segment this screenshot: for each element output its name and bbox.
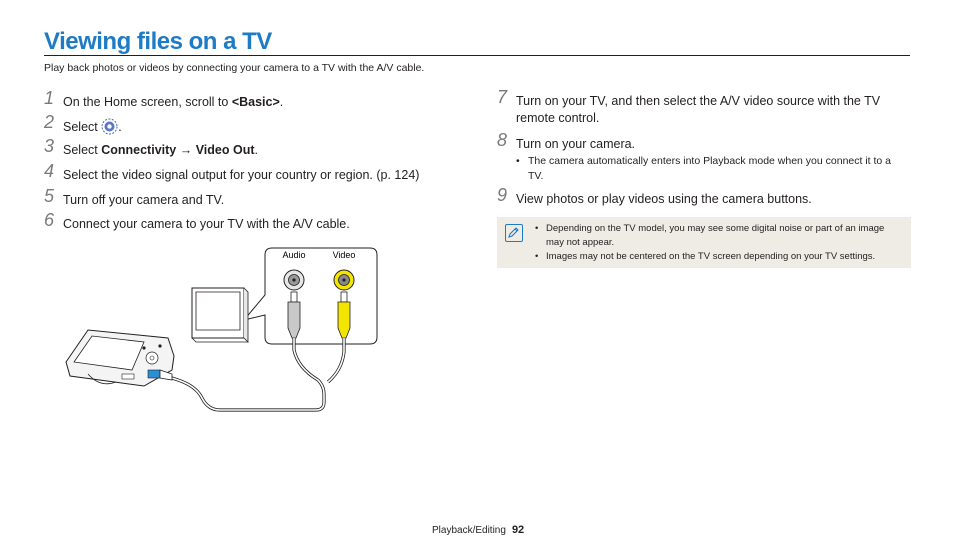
video-jack: [333, 269, 355, 291]
page-title: Viewing files on a TV: [44, 28, 272, 55]
step-number: 8: [497, 130, 508, 150]
camera-illustration: [65, 329, 175, 387]
video-label: Video: [333, 250, 356, 260]
step-text: Select Connectivity → Video Out.: [63, 143, 258, 157]
step-number: 3: [44, 136, 55, 156]
step-text: On the Home screen, scroll to <Basic>.: [63, 95, 284, 109]
step-text: Turn off your camera and TV.: [63, 193, 225, 207]
audio-jack: [283, 269, 305, 291]
gear-icon: [101, 118, 118, 135]
bullet: •: [535, 223, 539, 234]
step-number: 7: [497, 87, 508, 107]
page-number: 92: [511, 524, 525, 536]
note-box: • Depending on the TV model, you may see…: [497, 217, 911, 268]
footer-section: Playback/Editing: [432, 525, 506, 536]
intro-text: Play back photos or videos by connecting…: [44, 62, 425, 74]
tv-illustration: [191, 287, 249, 343]
page-footer: Playback/Editing 92: [432, 524, 524, 536]
step-number: 9: [497, 185, 508, 205]
step-number: 5: [44, 186, 55, 206]
subnote-text: The camera automatically enters into Pla…: [528, 155, 892, 182]
video-plug: [337, 291, 351, 339]
step-text: Select the video signal output for your …: [63, 168, 420, 182]
av-cable: [159, 338, 326, 412]
note-pencil-icon: [505, 224, 523, 242]
step-number: 2: [44, 112, 55, 132]
step-number: 6: [44, 210, 55, 230]
step-text: Select .: [63, 118, 122, 135]
step-number: 1: [44, 88, 55, 108]
bullet: •: [516, 155, 520, 167]
step-number: 4: [44, 161, 55, 181]
step-text: Turn on your TV, and then select the A/V…: [516, 94, 881, 125]
note-text: Images may not be centered on the TV scr…: [546, 251, 876, 262]
step-text: View photos or play videos using the cam…: [516, 192, 812, 206]
note-text: Depending on the TV model, you may see s…: [546, 223, 885, 248]
jack-callout-bubble: [242, 247, 378, 345]
audio-plug: [287, 291, 301, 339]
title-rule: [44, 55, 910, 56]
audio-label: Audio: [282, 250, 305, 260]
step-text: Connect your camera to your TV with the …: [63, 217, 350, 231]
av-connection-illustration: Audio Video: [65, 247, 378, 412]
step-text: Turn on your camera.: [516, 137, 636, 151]
bullet: •: [535, 251, 539, 262]
